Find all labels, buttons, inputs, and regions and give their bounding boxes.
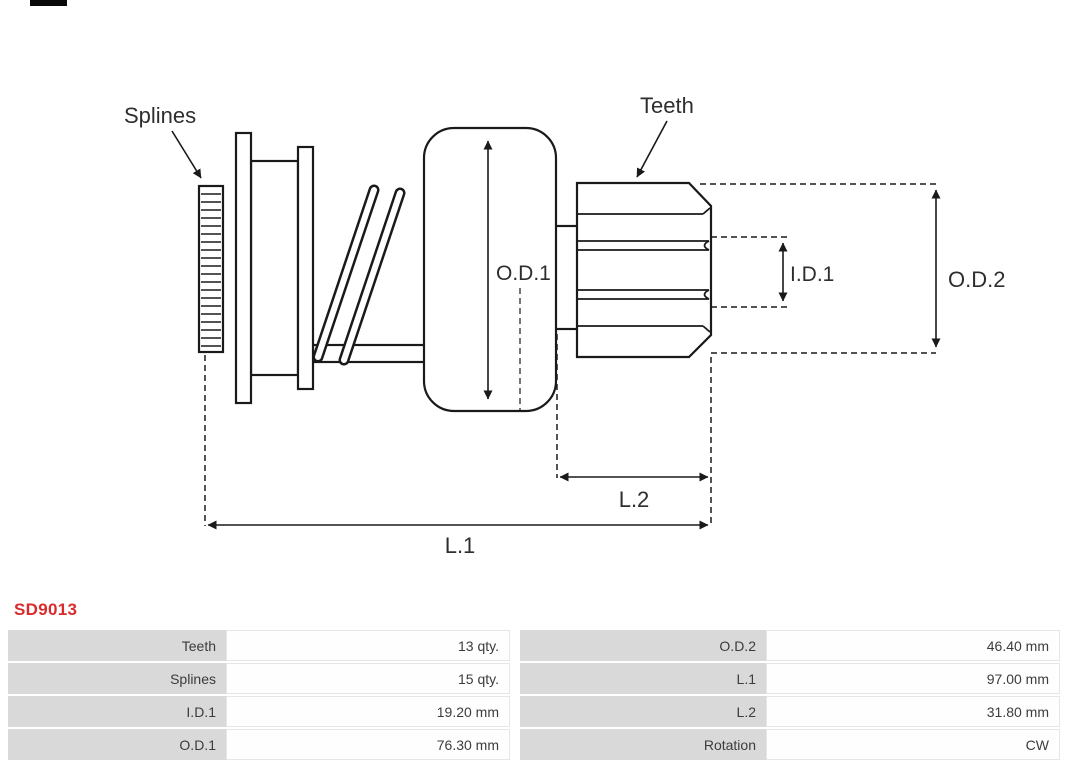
spec-value: 97.00 mm [766, 663, 1060, 694]
splines-leader-arrow [171, 130, 202, 179]
dimension-arrows [171, 120, 941, 530]
spec-value: 31.80 mm [766, 696, 1060, 727]
spline-hatch [201, 193, 221, 347]
od2-label: O.D.2 [948, 267, 1005, 292]
column-gap [510, 663, 520, 694]
splines-label: Splines [124, 103, 196, 128]
table-row: O.D.1 76.30 mm Rotation CW [8, 729, 1060, 760]
column-gap [510, 696, 520, 727]
clutch-and-pinion [422, 126, 713, 413]
table-row: I.D.1 19.20 mm L.2 31.80 mm [8, 696, 1060, 727]
column-gap [510, 729, 520, 760]
spec-key: O.D.1 [8, 729, 226, 760]
teeth-label: Teeth [640, 93, 694, 118]
id1-label: I.D.1 [790, 263, 834, 286]
spring-shaft [311, 343, 431, 364]
hub [249, 159, 300, 377]
spec-key: L.2 [520, 696, 766, 727]
part-id: SD9013 [14, 600, 78, 619]
spec-value: 19.20 mm [226, 696, 510, 727]
extension-lines [204, 183, 936, 526]
pinion-gear [575, 181, 713, 359]
spec-value: 46.40 mm [766, 630, 1060, 661]
spec-value: 13 qty. [226, 630, 510, 661]
spec-value: CW [766, 729, 1060, 760]
diagram-labels: Splines Teeth O.D.1 I.D.1 O.D.2 L.2 L.1 [124, 93, 1005, 558]
od1-label: O.D.1 [496, 262, 551, 285]
spec-key: I.D.1 [8, 696, 226, 727]
flange-disc-left [234, 131, 253, 405]
splined-shaft [197, 184, 225, 354]
pinion-teeth [577, 207, 711, 333]
table-row: Teeth 13 qty. O.D.2 46.40 mm [8, 630, 1060, 661]
spec-key: O.D.2 [520, 630, 766, 661]
spec-value: 76.30 mm [226, 729, 510, 760]
spec-key: Rotation [520, 729, 766, 760]
teeth-leader-arrow [636, 120, 668, 178]
flange-disc-right [296, 145, 315, 391]
spring [312, 184, 406, 366]
spec-key: Teeth [8, 630, 226, 661]
l1-label: L.1 [445, 533, 476, 558]
spec-key: L.1 [520, 663, 766, 694]
spec-table: Teeth 13 qty. O.D.2 46.40 mm Splines 15 … [8, 630, 1060, 762]
part-diagram: Splines Teeth O.D.1 I.D.1 O.D.2 L.2 L.1 [124, 93, 1005, 558]
column-gap [510, 630, 520, 661]
spec-key: Splines [8, 663, 226, 694]
spec-value: 15 qty. [226, 663, 510, 694]
neck [552, 224, 581, 331]
logo-mark [30, 0, 67, 6]
l2-label: L.2 [619, 487, 650, 512]
drive-assembly [197, 131, 431, 405]
table-row: Splines 15 qty. L.1 97.00 mm [8, 663, 1060, 694]
